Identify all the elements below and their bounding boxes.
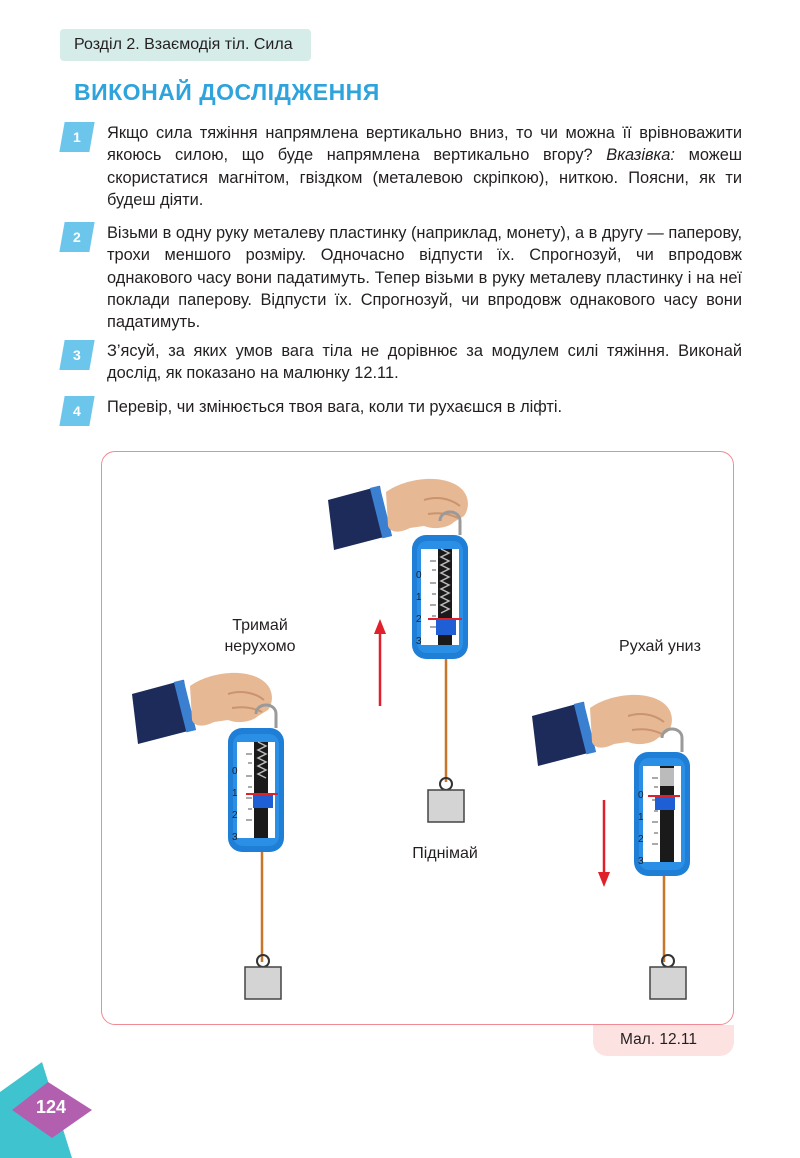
weight-right [649,954,687,1000]
task-3: 3 З’ясуй, за яких умов вага тіла не дорі… [59,340,742,385]
dynamometer-middle [410,510,470,782]
task-text: Перевір, чи змінюється твоя вага, коли т… [107,398,563,416]
scale-tick: 0 [232,766,238,777]
label-hold-still: Тримай нерухомо [224,617,296,655]
scale-tick: 3 [416,636,422,647]
task-1: 1 Якщо сила тяжіння напрямлена вертикаль… [59,122,743,211]
label-move-down: Рухай униз [619,638,701,655]
arrow-down [598,800,610,887]
arrow-up [374,619,386,706]
page-number: 124 [36,1097,67,1117]
task-text: Якщо сила тяжіння напрямлена вертикально… [107,124,743,209]
scale-tick: 0 [638,790,644,801]
task-text: Візьми в одну руку металеву пластинку (н… [107,224,742,332]
hint-label: Вказівка: [606,146,675,165]
scale-tick: 1 [638,812,644,823]
label-lift: Піднімай [412,845,478,862]
page-number-badge [12,1082,92,1138]
scale-tick: 2 [638,834,644,845]
task-4: 4 Перевір, чи змінюється твоя вага, коли… [59,396,742,426]
scale-tick: 2 [232,810,238,821]
scale-tick: 2 [416,614,422,625]
figure-caption: Мал. 12.11 [620,1031,698,1048]
page-title: ВИКОНАЙ ДОСЛІДЖЕННЯ [74,79,380,105]
caption-box [593,1025,734,1056]
scale-tick: 3 [232,832,238,843]
dynamometer-left [226,703,286,962]
task-text: З’ясуй, за яких умов вага тіла не дорівн… [107,342,742,383]
weight-middle [427,777,465,823]
scale-tick: 1 [232,788,238,799]
scale-tick: 3 [638,856,644,867]
scale-tick: 0 [416,570,422,581]
task-2: 2 Візьми в одну руку металеву пластинку … [59,222,742,333]
scale-tick: 1 [416,592,422,603]
section-header: Розділ 2. Взаємодія тіл. Сила [60,29,311,61]
dynamometer-right [632,727,692,962]
